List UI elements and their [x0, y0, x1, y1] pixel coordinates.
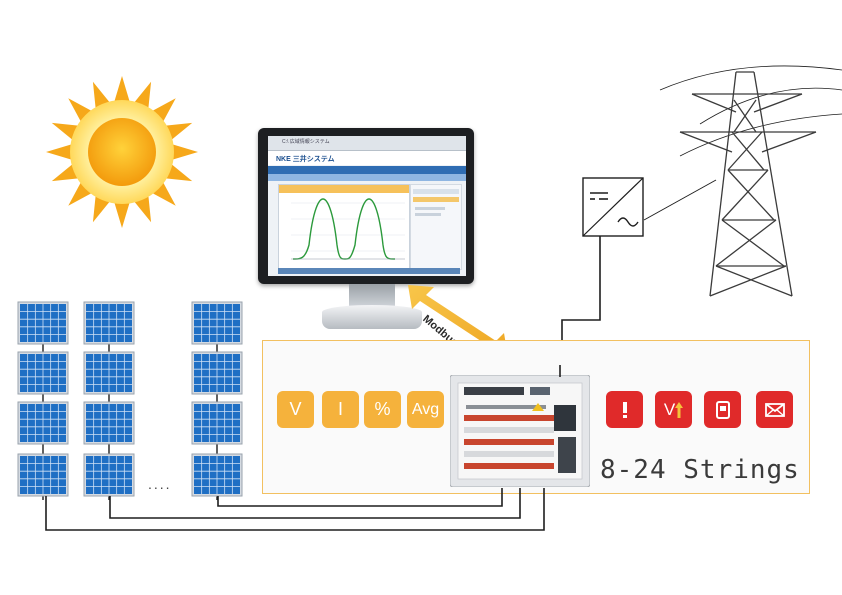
solar-panel-icon [83, 453, 135, 497]
bidirectional-arrow-icon [408, 285, 508, 357]
voltage-tile-label: V [289, 399, 302, 419]
voltage-tile: V [277, 391, 314, 428]
solar-panel-icon [83, 301, 135, 345]
solar-panel-icon [191, 453, 243, 497]
app-subnav [268, 174, 466, 181]
solar-panel-icon [83, 401, 135, 445]
solar-panel-icon [17, 301, 69, 345]
solar-array [17, 301, 243, 500]
power-tower-icon [679, 71, 817, 297]
solar-panel-icon [191, 301, 243, 345]
sun-ray [46, 144, 73, 160]
solar-panel-icon [17, 453, 69, 497]
monitor-neck [349, 284, 395, 306]
email-tile [756, 391, 793, 428]
voltage-up-icon [675, 401, 684, 418]
solar-panel-icon [17, 351, 69, 395]
monitor-base [322, 305, 422, 329]
voltage-up-tile: V [655, 391, 692, 428]
inverter-icon [582, 177, 644, 237]
sun-ray [171, 144, 198, 160]
solar-panel-icon [83, 351, 135, 395]
current-tile-label: I [337, 399, 343, 419]
app-header: NKE 三井システム [268, 151, 466, 165]
app-footer [278, 268, 460, 274]
alarm-tile [606, 391, 643, 428]
grid-connection [561, 65, 842, 360]
sun-ray [114, 76, 130, 103]
percent-tile-label: % [374, 399, 391, 419]
browser-title: C:\ 広域情報システム [282, 139, 330, 145]
average-tile-label: Avg [411, 400, 440, 418]
browser-toolbar: C:\ 広域情報システム [268, 136, 466, 151]
monitor-screen: C:\ 広域情報システム NKE 三井システム [268, 136, 466, 276]
phone-tile [704, 391, 741, 428]
more-strings-ellipsis: .... [148, 476, 172, 492]
percent-tile: % [364, 391, 401, 428]
mobile-phone-icon [715, 400, 730, 419]
app-nav [268, 166, 466, 174]
voltage-up-label: V [663, 399, 676, 419]
side-panel [410, 184, 462, 270]
alarm-exclamation-icon [622, 401, 627, 418]
solar-panel-icon [191, 351, 243, 395]
average-tile: Avg [407, 391, 444, 428]
combiner-uplink [559, 365, 561, 377]
monitoring-chart [278, 184, 410, 270]
current-tile: I [322, 391, 359, 428]
email-envelope-icon [764, 402, 785, 417]
solar-panel-icon [17, 401, 69, 445]
solar-panel-icon [191, 401, 243, 445]
modbus-link: Modbus RTU [404, 283, 516, 366]
brand-logo: NKE 三井システム [276, 156, 335, 163]
terminal-rows [464, 415, 554, 469]
string-wiring [45, 488, 545, 531]
combiner-box [450, 375, 590, 487]
sun-ray [114, 201, 130, 228]
generation-curve [292, 198, 396, 260]
sun-icon [46, 76, 198, 228]
strings-label: 8-24 Strings [600, 455, 800, 485]
